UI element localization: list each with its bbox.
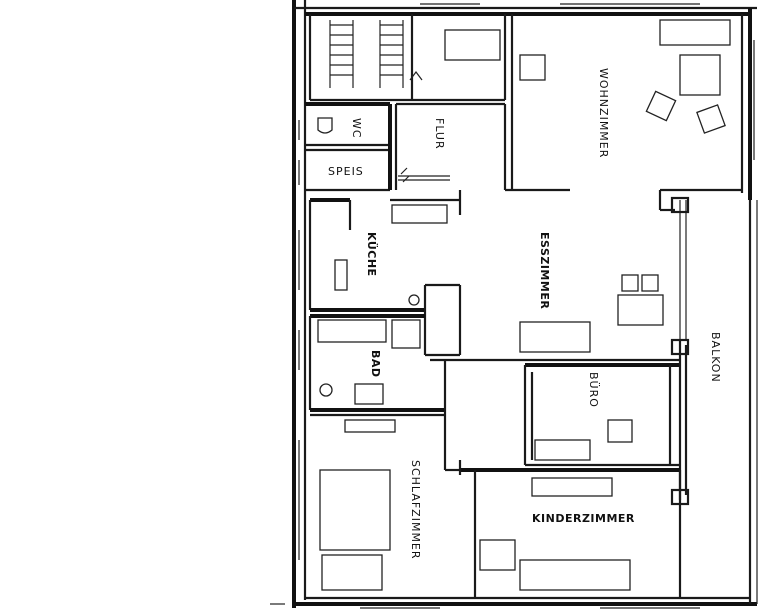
room-label-wohnzimmer: WOHNZIMMER [597, 68, 610, 158]
room-label-schlafzimmer: SCHLAFZIMMER [409, 460, 422, 560]
room-label-speis: SPEIS [328, 165, 364, 178]
room-label-wc: WC [350, 118, 363, 139]
room-label-flur: FLUR [433, 118, 446, 150]
staircase [329, 20, 423, 88]
furniture [317, 19, 731, 591]
room-label-bad: BAD [369, 350, 382, 378]
windows [298, 3, 755, 609]
room-label-esszimmer: ESSZIMMER [538, 232, 551, 309]
interior-walls [305, 14, 742, 598]
room-label-kinderzimmer: KINDERZIMMER [532, 512, 635, 525]
room-labels: WC FLUR SPEIS WOHNZIMMER KÜCHE ESSZIMMER… [328, 68, 722, 560]
room-label-kueche: KÜCHE [365, 232, 379, 277]
room-label-buero: BÜRO [587, 372, 600, 408]
room-label-balkon: BALKON [709, 332, 722, 383]
outer-walls [270, 0, 758, 608]
